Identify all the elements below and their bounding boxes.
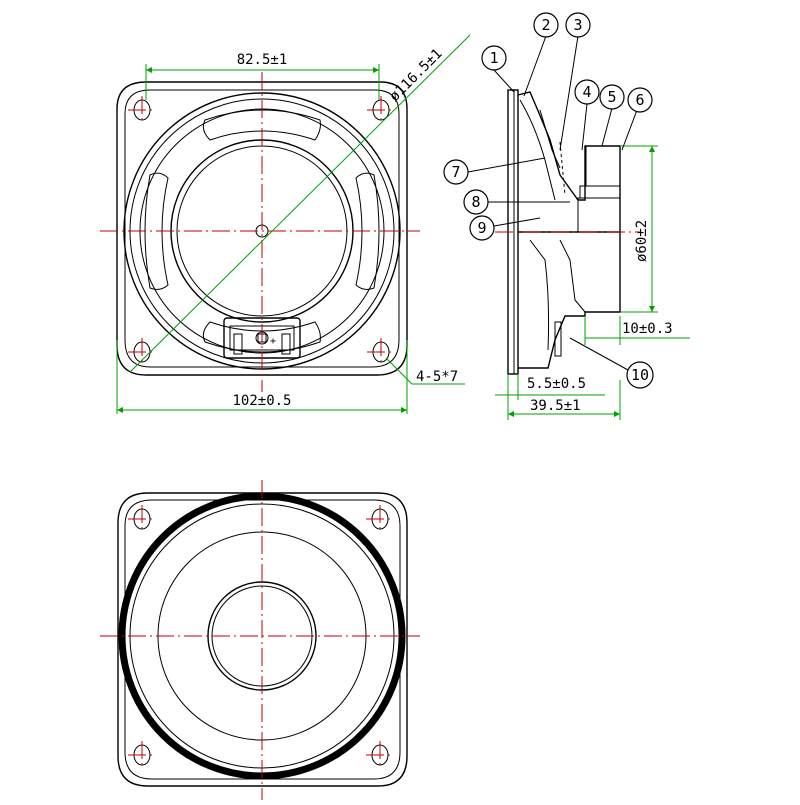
dim-magnet-height bbox=[584, 316, 690, 345]
svg-text:10: 10 bbox=[631, 366, 649, 384]
rear-view bbox=[100, 480, 420, 800]
dim-diagonal-line bbox=[129, 34, 471, 373]
front-view: + 82.5±1 ø116 bbox=[100, 34, 471, 414]
dim-holes-leader bbox=[385, 357, 465, 385]
side-cone-upper bbox=[519, 99, 556, 201]
dim-magnet-diameter-label: ø60±2 bbox=[634, 220, 650, 262]
side-view: ø60±2 10±0.3 5.5±0.5 39.5±1 bbox=[443, 12, 690, 420]
front-frame-outer bbox=[116, 81, 408, 376]
svg-text:6: 6 bbox=[635, 91, 644, 109]
dim-overall-width bbox=[116, 340, 408, 414]
dim-overall-width-label: 102±0.5 bbox=[232, 393, 291, 409]
svg-text:5: 5 bbox=[607, 88, 616, 106]
side-frame-upper bbox=[517, 91, 621, 232]
balloon-3: 3 bbox=[565, 12, 591, 38]
balloon-5: 5 bbox=[599, 84, 625, 110]
svg-text:1: 1 bbox=[489, 49, 498, 67]
rear-centerlines bbox=[100, 480, 420, 800]
svg-text:7: 7 bbox=[451, 163, 460, 181]
balloon-7: 7 bbox=[443, 159, 469, 185]
rear-mount-holes bbox=[133, 508, 389, 766]
rear-frame-outer bbox=[117, 492, 408, 787]
balloon-4: 4 bbox=[574, 79, 600, 105]
dim-flange-depth bbox=[495, 374, 605, 400]
dim-mount-spacing-label: 82.5±1 bbox=[237, 52, 288, 68]
side-plate-hatch bbox=[577, 197, 621, 233]
balloon-6: 6 bbox=[627, 87, 653, 113]
front-window-right bbox=[355, 172, 380, 290]
side-voicecoil bbox=[559, 141, 566, 196]
balloon-10: 10 bbox=[626, 361, 654, 389]
side-pole-lower bbox=[559, 239, 586, 313]
balloon-leaders bbox=[467, 35, 638, 371]
side-terminal bbox=[554, 321, 562, 357]
dim-holes-label: 4-5*7 bbox=[416, 369, 458, 385]
balloon-9: 9 bbox=[469, 215, 495, 241]
dim-magnet-height-label: 10±0.3 bbox=[622, 321, 673, 337]
dim-flange-depth-label: 5.5±0.5 bbox=[527, 376, 586, 392]
side-magnet-hatch bbox=[585, 145, 621, 187]
svg-text:2: 2 bbox=[541, 16, 550, 34]
svg-text:8: 8 bbox=[471, 193, 480, 211]
svg-text:+: + bbox=[270, 336, 276, 347]
front-window-bottom bbox=[202, 321, 321, 353]
svg-text:3: 3 bbox=[573, 16, 582, 34]
side-spider bbox=[539, 109, 561, 169]
svg-text:4: 4 bbox=[582, 83, 591, 101]
balloon-1: 1 bbox=[481, 45, 507, 71]
dim-magnet-diameter bbox=[620, 145, 658, 313]
dim-total-depth bbox=[507, 380, 621, 420]
dim-diagonal-label: ø116.5±1 bbox=[387, 46, 446, 105]
front-frame-inner bbox=[124, 89, 400, 368]
dim-total-depth-label: 39.5±1 bbox=[530, 398, 581, 414]
balloon-2: 2 bbox=[533, 12, 559, 38]
dim-mount-spacing bbox=[145, 64, 380, 100]
front-window-top bbox=[202, 109, 321, 141]
front-centerlines bbox=[100, 72, 420, 392]
side-cone-lower bbox=[529, 239, 550, 351]
svg-text:9: 9 bbox=[477, 219, 486, 237]
front-window-left bbox=[144, 172, 169, 290]
balloon-8: 8 bbox=[463, 189, 489, 215]
side-frame-lower bbox=[518, 231, 621, 369]
rear-frame-inner bbox=[124, 499, 401, 780]
